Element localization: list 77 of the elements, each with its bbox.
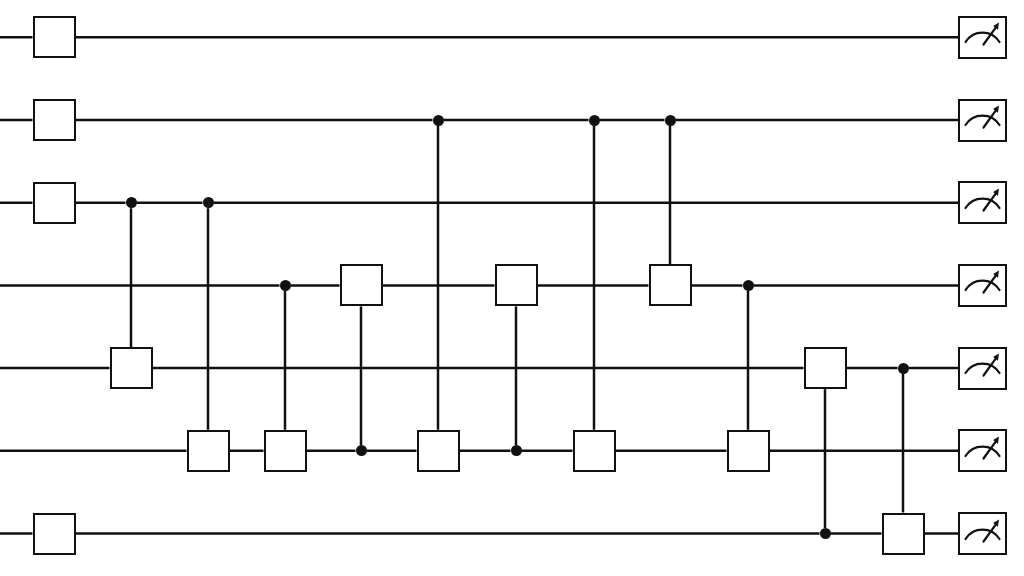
qubit-wire [0, 532, 33, 535]
measurement-box [958, 181, 1007, 225]
qubit-wire [769, 449, 958, 453]
qubit-wire [615, 449, 727, 453]
qubit-wire [0, 36, 33, 39]
gate-box [572, 429, 616, 472]
gate-box [803, 347, 847, 390]
measurement-box [958, 15, 1007, 59]
qubit-wire [152, 366, 804, 370]
control-dot [588, 114, 600, 126]
qubit-wire [753, 284, 958, 287]
control-line [592, 125, 596, 430]
control-line [514, 306, 518, 446]
qubit-wire [443, 118, 589, 122]
qubit-wire [0, 118, 33, 122]
control-dot [279, 279, 291, 291]
qubit-wire [0, 201, 33, 204]
qubit-wire [691, 284, 743, 287]
control-line [283, 290, 287, 430]
control-dot [125, 197, 137, 209]
control-line [823, 389, 827, 528]
control-line [206, 208, 210, 430]
measurement-box [958, 512, 1007, 555]
gate-box [648, 264, 692, 307]
gate-box [494, 264, 538, 307]
gate-box [186, 429, 230, 472]
qubit-wire [306, 449, 356, 453]
control-line [129, 208, 133, 348]
qubit-wire [213, 201, 958, 204]
gate-box [32, 16, 76, 59]
qubit-wire [0, 366, 110, 370]
qubit-wire [908, 366, 958, 370]
gate-box [416, 429, 460, 472]
qubit-wire [0, 449, 187, 453]
gate-box [263, 429, 307, 472]
control-dot [897, 362, 909, 374]
qubit-wire [366, 449, 417, 453]
qubit-wire [537, 284, 649, 287]
qubit-wire [459, 449, 511, 453]
gate-box [32, 181, 76, 224]
measurement-box [958, 429, 1007, 473]
qubit-wire [846, 366, 898, 370]
control-line [746, 290, 750, 430]
control-dot [664, 114, 676, 126]
gate-box [32, 99, 76, 141]
control-line [359, 306, 363, 446]
gate-box [726, 429, 770, 472]
control-dot [742, 279, 754, 291]
qubit-wire [382, 284, 495, 287]
measurement-box [958, 346, 1007, 390]
control-dot [432, 114, 444, 126]
measurement-box [958, 263, 1007, 307]
qubit-wire [290, 284, 340, 287]
qubit-wire [599, 118, 665, 122]
control-line [668, 125, 672, 265]
gate-box [32, 512, 76, 555]
qubit-wire [0, 284, 280, 287]
control-dot [510, 445, 522, 457]
measurement-box [958, 98, 1007, 142]
qubit-wire [136, 201, 203, 204]
qubit-wire [830, 532, 882, 535]
control-dot [819, 528, 831, 539]
qubit-wire [229, 449, 264, 453]
qubit-wire [521, 449, 573, 453]
control-dot [355, 445, 367, 457]
control-line [901, 373, 905, 513]
gate-box [881, 512, 925, 555]
qubit-wire [675, 118, 958, 122]
qubit-wire [75, 201, 126, 204]
gate-box [339, 264, 383, 307]
control-dot [202, 197, 214, 209]
qubit-wire [924, 532, 958, 535]
control-line [436, 125, 440, 430]
qubit-wire [75, 118, 433, 122]
qubit-wire [75, 532, 820, 535]
gate-box [109, 347, 153, 390]
qubit-wire [75, 36, 958, 39]
